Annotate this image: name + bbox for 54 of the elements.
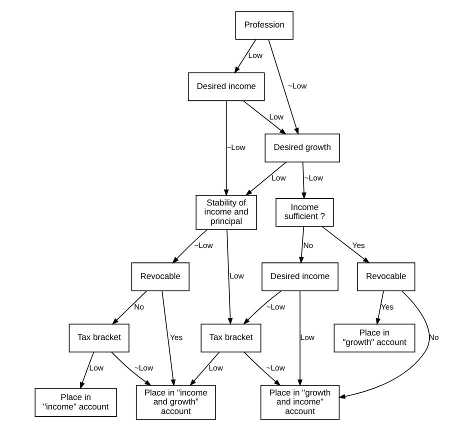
edge-label: Low (230, 272, 244, 281)
node-box: Revocable (357, 262, 416, 292)
node-box: Place in "income and growth" account (136, 385, 216, 420)
arrow (242, 100, 286, 135)
edge-label: Low (269, 112, 284, 122)
node-box: Desired income (188, 72, 265, 102)
edge-label: Low (272, 174, 286, 183)
edge-label: Low (248, 51, 263, 60)
edge-label: No (134, 302, 144, 312)
edge-label: ~Low (134, 364, 154, 373)
arrow (224, 100, 229, 196)
edge-label: Yes (380, 302, 394, 312)
node-box: Place in "growth" account (334, 324, 416, 352)
edge-label: No (303, 241, 314, 250)
edge-label: ~Low (194, 241, 213, 250)
arrow (299, 226, 304, 264)
node-box: Place in "income" account (34, 388, 117, 417)
arrow (338, 290, 430, 399)
edge-label: ~Low (226, 142, 246, 152)
edge-label: ~Low (288, 82, 307, 91)
edge-label: ~Low (266, 302, 285, 312)
arrow (111, 352, 152, 386)
arrow (80, 352, 94, 390)
edge-label: Low (208, 364, 223, 373)
arrow (243, 290, 282, 325)
edge-label: Low (300, 333, 315, 342)
edge-label: ~Low (266, 364, 285, 373)
arrow (234, 39, 256, 74)
arrow (172, 229, 208, 264)
arrow (190, 352, 220, 386)
node-box: Profession (235, 11, 294, 40)
node-box: Desired income (262, 262, 338, 292)
node-box: Place in "growth and income" account (260, 385, 340, 420)
edge-label: No (428, 333, 439, 342)
node-box: Desired growth (264, 134, 340, 162)
node-box: Revocable (131, 262, 190, 292)
arrow (112, 290, 148, 325)
arrow (244, 352, 281, 386)
edge-label: Yes (170, 333, 183, 342)
arrow (162, 290, 176, 387)
arrow (298, 290, 302, 387)
node-box: Income sufficient ? (276, 198, 334, 227)
arrow (245, 162, 287, 196)
arrow (376, 290, 384, 326)
arrow (268, 39, 299, 135)
arrow (322, 226, 370, 264)
node-box: Tax bracket (200, 324, 262, 352)
arrow (226, 229, 233, 325)
edge-label: Low (89, 364, 104, 373)
edge-label: Yes (352, 241, 365, 250)
node-box: Stability of income and principal (196, 194, 257, 230)
edge-label: ~Low (304, 174, 323, 183)
arrow (302, 162, 306, 200)
node-box: Tax bracket (68, 324, 130, 352)
